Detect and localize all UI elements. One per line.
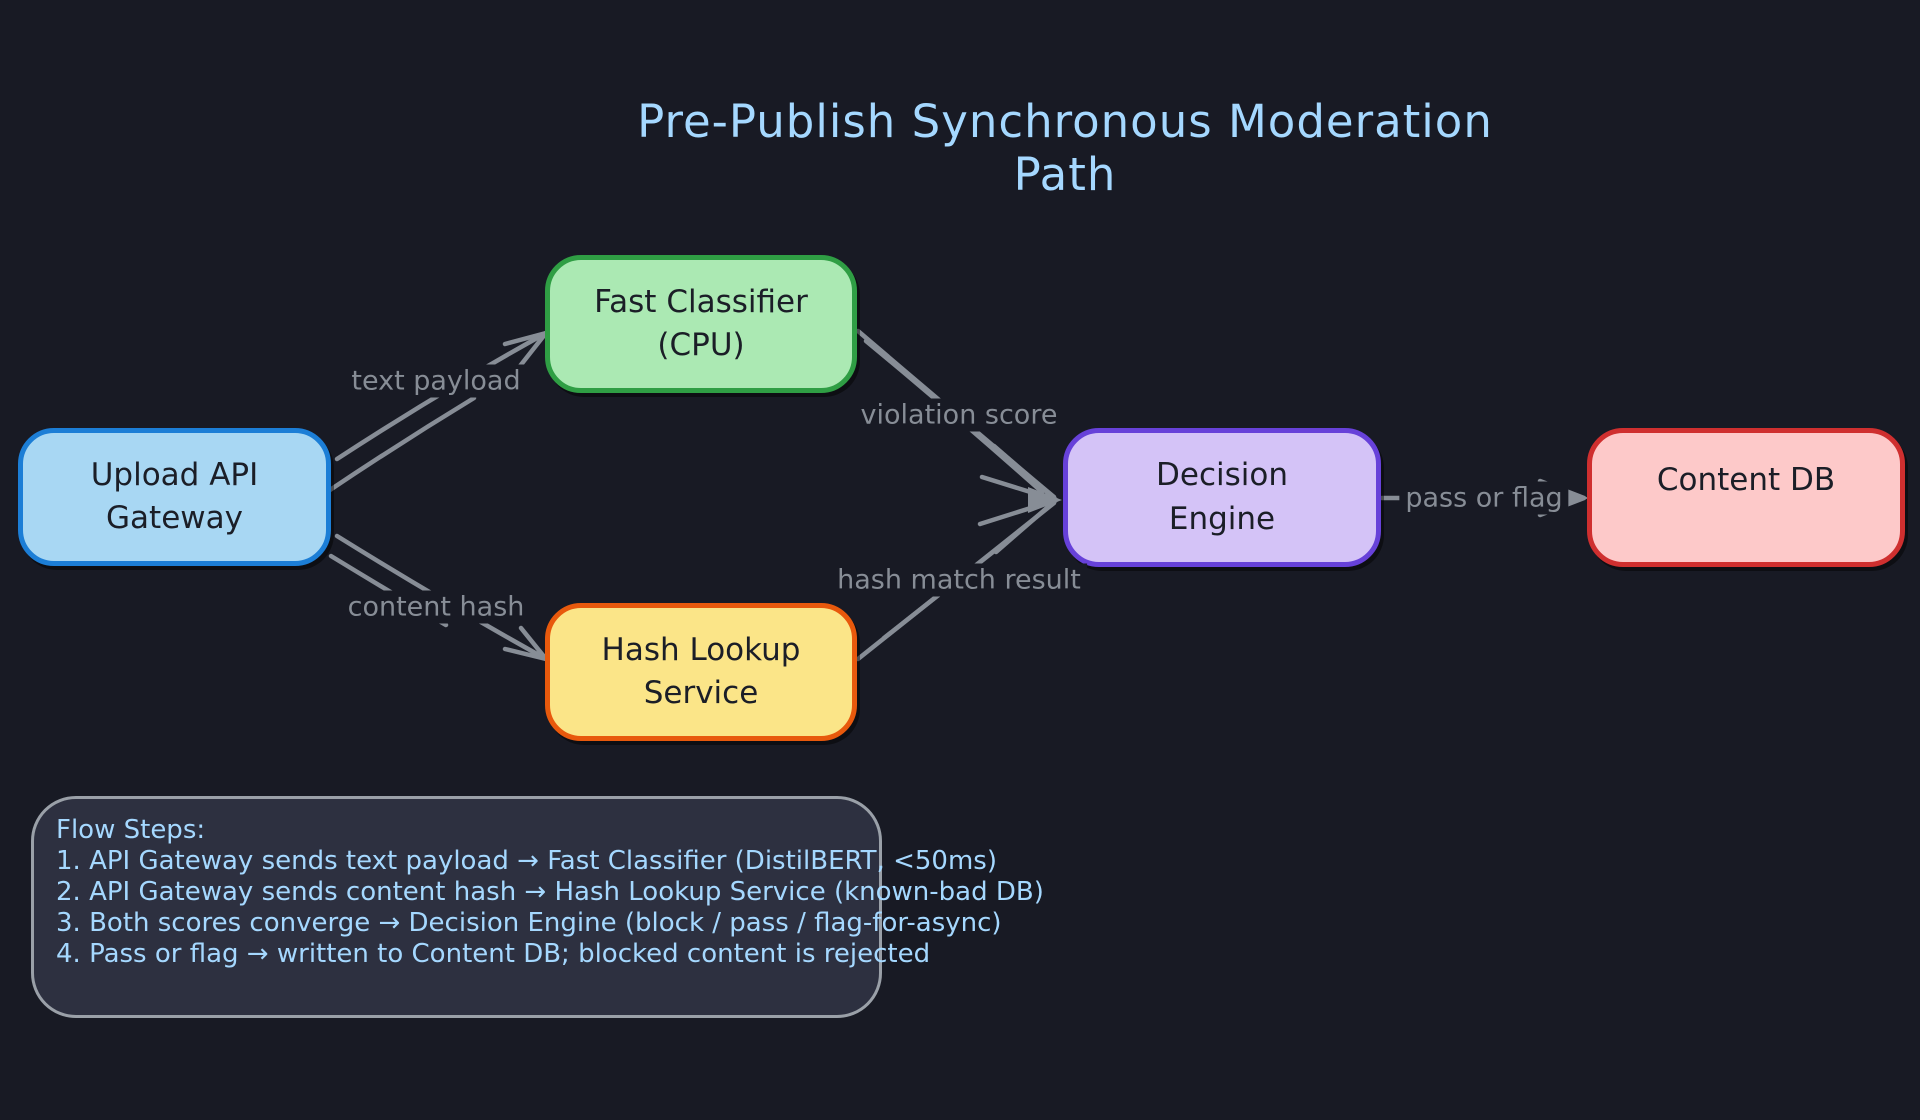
node-hash-lookup-service: Hash Lookup Service [545,603,857,741]
flow-step-1: 1. API Gateway sends text payload → Fast… [56,846,997,876]
flow-step-4: 4. Pass or flag → written to Content DB;… [56,939,931,969]
flow-steps-note: Flow Steps: 1. API Gateway sends text pa… [31,796,1044,1018]
edge-label-pass-or-flag: pass or flag [1399,481,1569,515]
node-decision-engine-label: Decision Engine [1156,457,1288,537]
edge-label-text-payload: text payload [345,364,527,398]
node-upload-api-gateway: Upload API Gateway [18,428,331,566]
node-decision-engine: Decision Engine [1063,428,1381,567]
node-upload-api-gateway-label: Upload API Gateway [90,456,259,536]
node-fast-classifier-label: Fast Classifier (CPU) [594,283,808,363]
edge-decision-arrowburst [977,443,1059,555]
flow-steps-heading: Flow Steps: [56,815,206,845]
flow-step-2: 2. API Gateway sends content hash → Hash… [56,877,1044,907]
edge-decision-arrowtip [1028,487,1062,513]
edge-gateway-classifier-arrowhead [502,330,549,369]
edge-label-violation-score: violation score [854,398,1064,432]
edge-label-hash-match-result: hash match result [831,563,1087,597]
edge-gateway-classifier-line2 [324,395,477,495]
node-content-db-label: Content DB [1656,462,1836,498]
node-fast-classifier: Fast Classifier (CPU) [545,255,857,393]
edge-label-content-hash: content hash [341,590,531,624]
node-hash-lookup-service-label: Hash Lookup Service [601,631,801,711]
diagram-title: Pre-Publish Synchronous Moderation Path [637,95,1493,201]
flow-step-3: 3. Both scores converge → Decision Engin… [56,908,1002,938]
node-content-db: Content DB [1587,428,1905,567]
edge-gateway-hash-arrowhead [502,625,549,662]
